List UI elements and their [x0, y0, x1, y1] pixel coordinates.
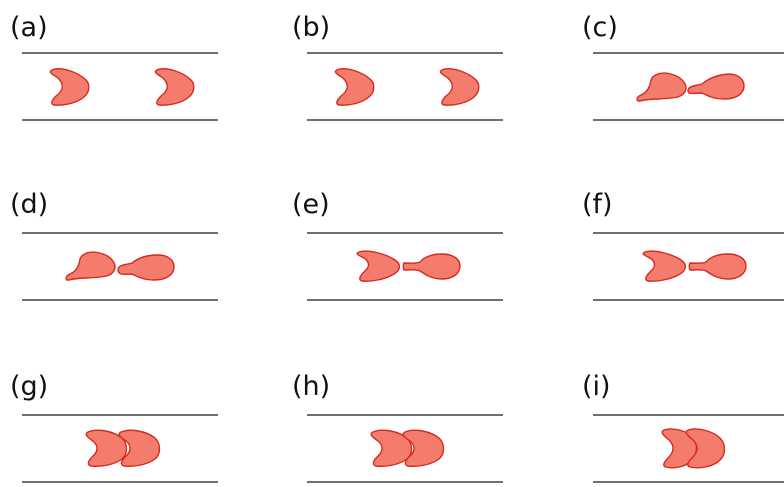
- panel-label-a: (a): [10, 12, 48, 43]
- red-blood-cell-2: [117, 254, 175, 281]
- red-blood-cell-1: [636, 72, 687, 102]
- cell-shapes: [49, 68, 195, 106]
- panel-label-c: (c): [582, 12, 618, 43]
- red-blood-cell-1: [334, 68, 375, 106]
- cell-shapes: [85, 429, 161, 467]
- red-blood-cell-2: [688, 253, 747, 280]
- red-blood-cell-1: [49, 68, 90, 106]
- panel-f: (f): [582, 189, 784, 301]
- red-blood-cell-2: [154, 68, 195, 106]
- red-blood-cell-1: [65, 251, 116, 281]
- panel-b: (b): [292, 12, 503, 121]
- cell-shapes: [636, 72, 745, 102]
- cell-shapes: [642, 250, 747, 282]
- red-blood-cell-1: [356, 250, 401, 282]
- panel-label-e: (e): [292, 189, 330, 220]
- panel-label-i: (i): [582, 371, 611, 402]
- red-blood-cell-2: [687, 73, 745, 100]
- panel-e: (e): [292, 189, 503, 301]
- panel-label-h: (h): [292, 371, 330, 402]
- red-blood-cell-2: [439, 68, 480, 106]
- panel-label-b: (b): [292, 12, 330, 43]
- cell-shapes: [370, 429, 445, 467]
- panel-label-d: (d): [10, 189, 48, 220]
- panel-g: (g): [10, 371, 218, 483]
- panel-i: (i): [582, 371, 784, 483]
- red-blood-cell-2: [402, 429, 445, 467]
- panel-d: (d): [10, 189, 218, 301]
- cell-shapes: [65, 251, 175, 281]
- panel-c: (c): [582, 12, 784, 121]
- cell-shapes: [661, 428, 726, 469]
- cell-shapes: [334, 68, 480, 106]
- red-blood-cell-2: [685, 428, 726, 469]
- red-blood-cell-2: [402, 253, 461, 280]
- panel-h: (h): [292, 371, 503, 483]
- panel-a: (a): [10, 12, 218, 121]
- red-blood-cell-1: [642, 250, 687, 282]
- panel-label-f: (f): [582, 189, 613, 220]
- panel-label-g: (g): [10, 371, 48, 402]
- cell-shapes: [356, 250, 461, 282]
- red-blood-cell-2: [118, 429, 161, 467]
